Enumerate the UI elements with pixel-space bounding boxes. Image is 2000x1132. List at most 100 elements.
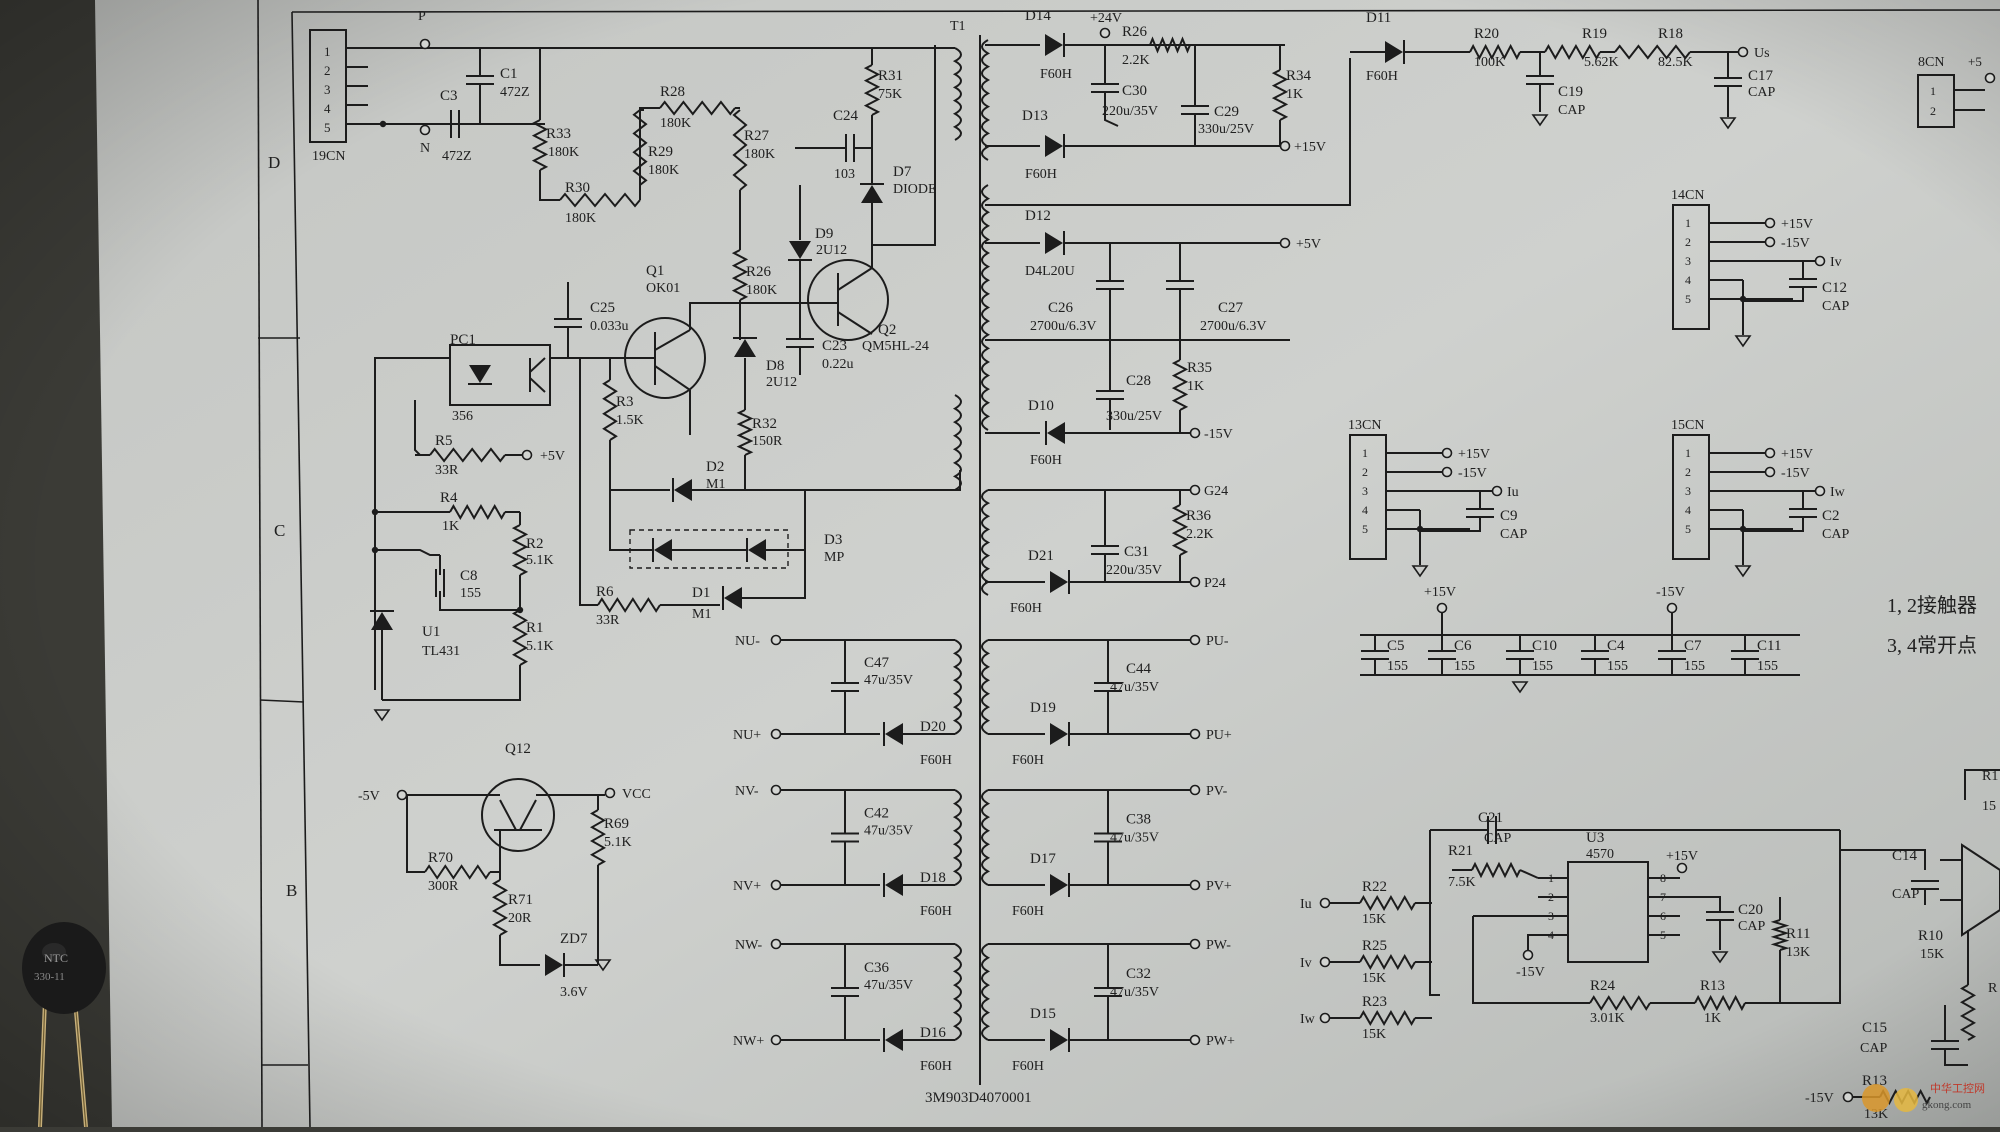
value-r20: 100K [1474,55,1505,70]
sheet-border: D C B [257,0,2000,1128]
value-c11: 155 [1757,659,1778,674]
value-u1: TL431 [422,644,460,659]
ref-d8: D8 [766,358,784,374]
terminal-cn14 [1814,255,1826,267]
ground-symbol [1734,335,1752,348]
res-r19 [1544,43,1601,61]
res-r25 [1359,953,1416,971]
ref-d16: D16 [920,1025,946,1041]
ref-r70: R70 [428,850,453,866]
terminal-gate [770,879,782,891]
watermark-site: gkong.com [1922,1099,1972,1111]
ground-symbol [1411,565,1429,578]
net-p24: P24 [1204,576,1226,591]
watermark-sub: 中华工控网 [1930,1081,1985,1095]
wire [689,302,800,330]
ref-d13: D13 [1022,108,1048,124]
terminal-gate [770,784,782,796]
res-r27 [732,109,748,191]
junction [1739,525,1747,533]
zener-zd7 [545,954,563,976]
value-u3: 4570 [1586,847,1614,862]
ref-c29: C29 [1214,104,1239,120]
value-c7: 155 [1684,659,1705,674]
ref-c20: C20 [1738,902,1763,918]
terminal-vcc [604,787,616,799]
value-c38: 47u/35V [1110,831,1159,846]
d3-diode-a [654,539,672,561]
winding-gate-p [981,943,991,1041]
ground-symbol [1531,114,1549,127]
wire [1680,896,1721,912]
ref-d20: D20 [920,719,946,735]
net-u3-m15v: -15V [1516,965,1545,980]
ref-r5: R5 [435,433,453,449]
terminal-cn13 [1441,447,1453,459]
ref-d1: D1 [692,585,710,601]
ref-c47: C47 [864,655,890,671]
terminal-u3-m15v [1522,949,1534,961]
terminal-p [419,38,431,50]
terminal-cn15 [1764,447,1776,459]
value-d1: M1 [692,607,711,622]
value-r32: 150R [752,434,783,449]
d3-diode-b [748,539,766,561]
wire [414,400,421,456]
wire [1527,934,1538,950]
wire [639,107,660,110]
value-r4: 1K [442,519,459,534]
terminal-m15v [1189,427,1201,439]
zener-u1 [371,612,393,630]
winding-gate-p [981,639,991,735]
value-r31: 75K [878,87,902,102]
net-gate: NU- [735,634,760,649]
junction [1739,295,1747,303]
value-d11: F60H [1366,69,1398,84]
wire [374,357,450,690]
value-c24: 103 [834,167,855,182]
terminal-cn14 [1764,236,1776,248]
cn15-sig: Iw [1830,485,1846,500]
ref-c38: C38 [1126,812,1151,828]
terminal-gate [1189,879,1201,891]
ref-c15: C15 [1862,1020,1887,1036]
cn14-pin: 3 [1685,254,1691,268]
net-gate: PV- [1206,784,1228,799]
terminal-iw [1319,1012,1331,1024]
partial-r2: R [1988,981,1998,996]
winding-24v [981,39,991,161]
junction [371,508,379,516]
junction [379,120,387,128]
wire [567,327,655,359]
wire [499,799,517,831]
cn13-sig: -15V [1458,466,1487,481]
value-r34: 1K [1286,87,1303,102]
u3-pin: 1 [1548,871,1554,885]
value-c31: 220u/35V [1106,563,1162,578]
wire [439,591,520,611]
wire [1840,849,1926,870]
diode-d21 [1050,571,1068,593]
ref-r18: R18 [1658,26,1683,42]
value-q1: OK01 [646,281,680,296]
res-r3 [602,379,618,441]
junction [1416,525,1424,533]
diode-d9 [789,241,811,259]
res-r35 [1171,359,1189,411]
value-d14: F60H [1040,67,1072,82]
value-c1: 472Z [500,85,530,100]
wire [375,549,440,556]
res-r70 [424,864,491,880]
value-r3: 1.5K [616,413,644,428]
value-d17: F60H [1012,904,1044,919]
value-r11: 13K [1786,945,1810,960]
ntc-thermistor: NTC 330-11 [22,922,106,1128]
terminal-iu [1319,897,1331,909]
value-r13: 1K [1704,1011,1721,1026]
ref-c6: C6 [1454,638,1472,654]
wire [609,490,652,551]
value-d3: MP [824,550,844,565]
note-contactor: 1, 2接触器 [1887,594,1977,617]
res-r23 [1359,1009,1416,1027]
wire [985,58,1351,206]
